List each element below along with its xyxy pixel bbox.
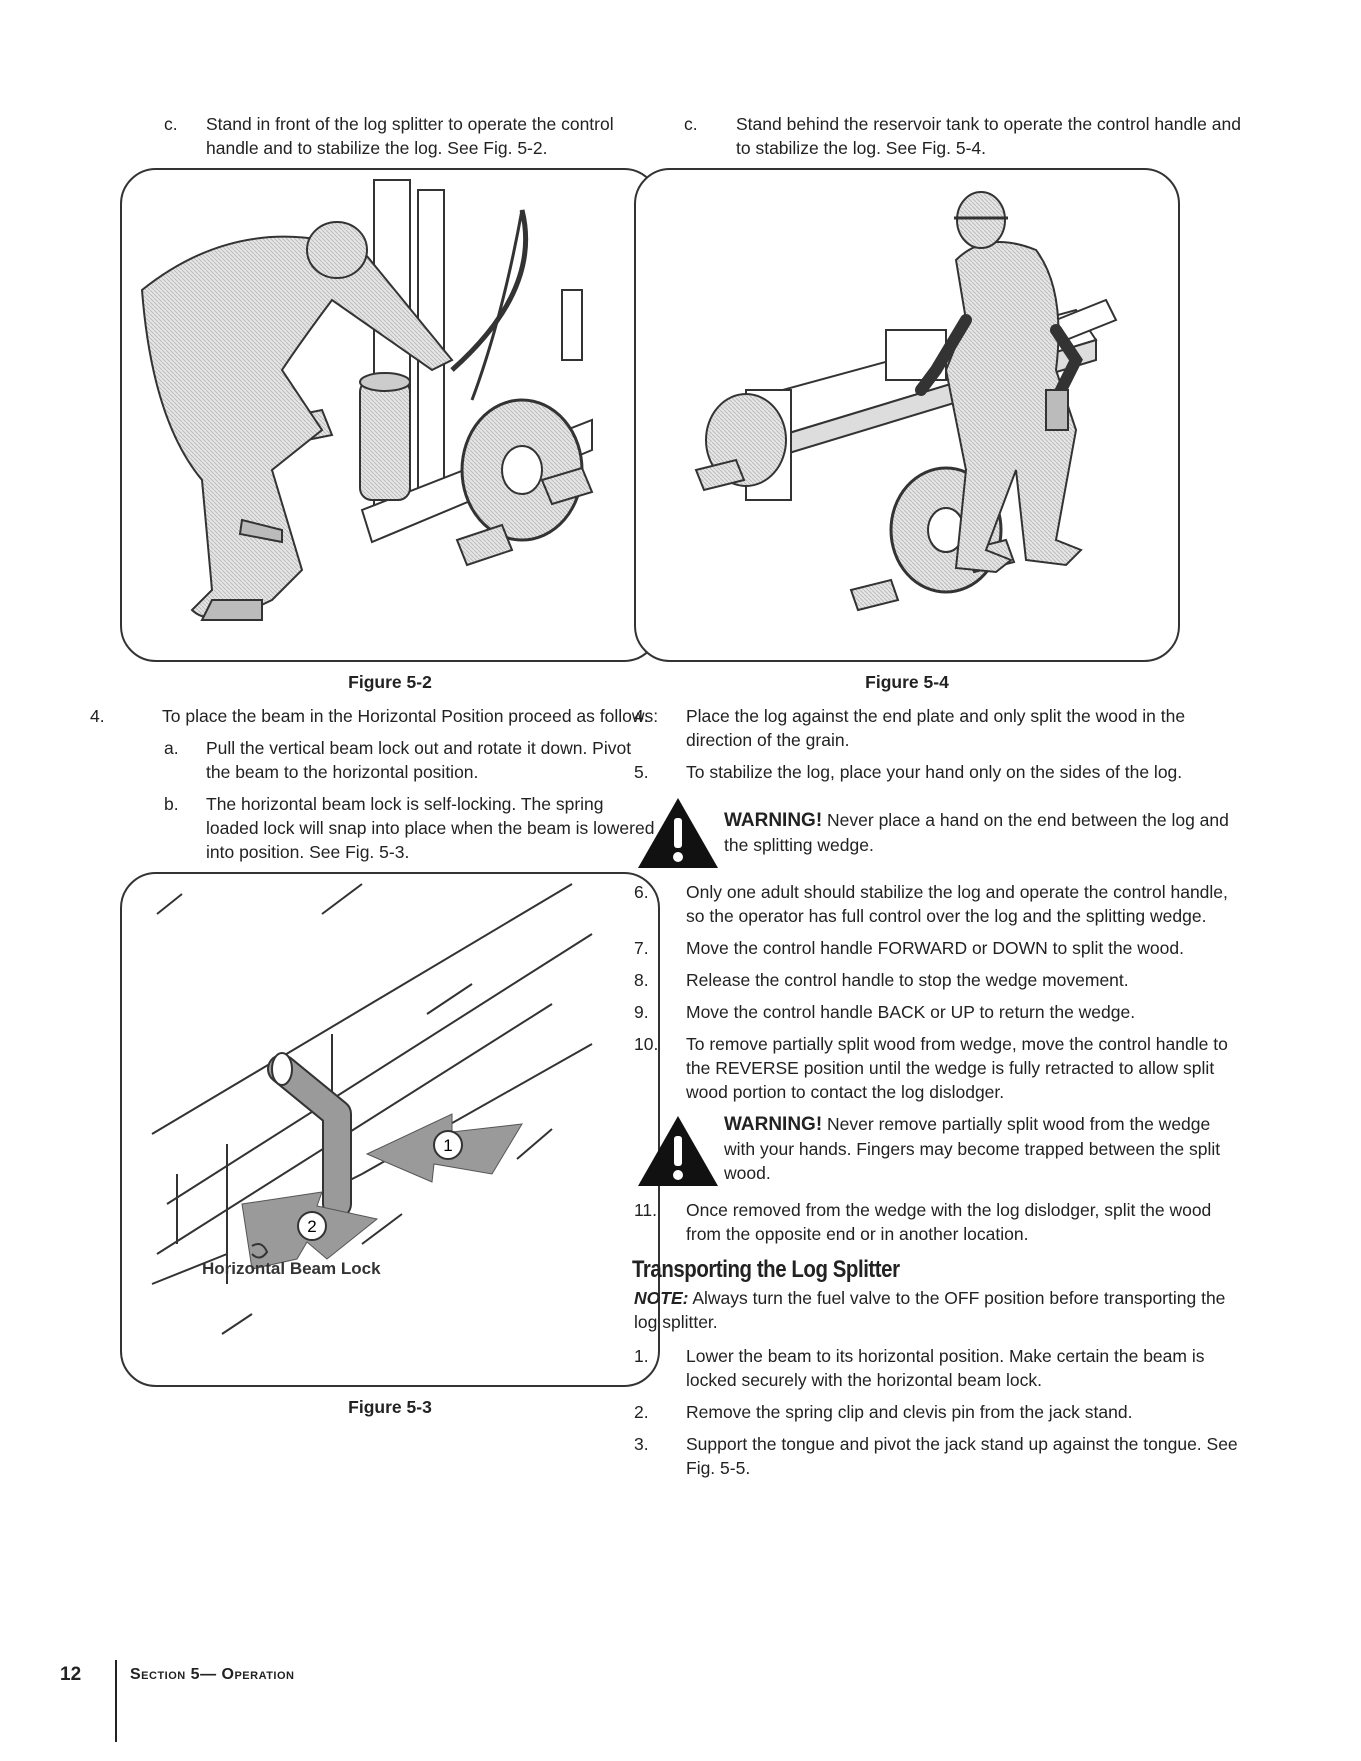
right-column: c. Stand behind the reservoir tank to op…: [632, 112, 1246, 1488]
warning-hand-placement: WARNING! Never place a hand on the end b…: [636, 794, 1246, 872]
step-4-right: 4. Place the log against the end plate a…: [634, 706, 1186, 750]
figure-5-4-caption: Figure 5-4: [865, 672, 949, 692]
warning-remove-wood: WARNING! Never remove partially split wo…: [636, 1112, 1246, 1190]
step-8: 8. Release the control handle to stop th…: [634, 970, 1129, 990]
figure-5-2-caption: Figure 5-2: [348, 672, 432, 692]
transport-note: NOTE: Always turn the fuel valve to the …: [634, 1288, 1226, 1332]
left-column: c. Stand in front of the log splitter to…: [90, 112, 660, 1429]
step-5: 5. To stabilize the log, place your hand…: [634, 762, 1183, 782]
transport-step-3: 3. Support the tongue and pivot the jack…: [634, 1434, 1238, 1478]
horizontal-beam-lock-label: Horizontal Beam Lock: [202, 1259, 381, 1278]
step-a: a. Pull the vertical beam lock out and r…: [164, 738, 632, 782]
figure-5-4-illustration: [634, 168, 1180, 662]
step-c-right: c. Stand behind the reservoir tank to op…: [684, 114, 1241, 158]
step-11: 11. Once removed from the wedge with the…: [634, 1200, 1212, 1244]
callout-2: 2: [307, 1217, 316, 1236]
figure-5-3-illustration: 1 2 Horizontal Beam Lock: [120, 872, 660, 1387]
callout-1: 1: [443, 1136, 452, 1155]
step-6: 6. Only one adult should stabilize the l…: [634, 882, 1228, 926]
figure-5-3-caption: Figure 5-3: [348, 1397, 432, 1417]
horizontal-operation-illustration: [694, 191, 1118, 612]
step-b: b. The horizontal beam lock is self-lock…: [164, 794, 655, 862]
step-7: 7. Move the control handle FORWARD or DO…: [634, 938, 1184, 958]
step-4-left: 4. To place the beam in the Horizontal P…: [90, 706, 659, 726]
warning-triangle-icon: [638, 1116, 718, 1186]
step-c-left: c. Stand in front of the log splitter to…: [164, 114, 614, 158]
transport-step-2: 2. Remove the spring clip and clevis pin…: [634, 1402, 1133, 1422]
page-number: 12: [60, 1664, 82, 1685]
warning-triangle-icon: [638, 798, 718, 868]
footer-divider: [115, 1660, 117, 1742]
step-9: 9. Move the control handle BACK or UP to…: [634, 1002, 1136, 1022]
figure-5-2-illustration: [120, 168, 660, 662]
vertical-operation-illustration: [140, 179, 594, 621]
horizontal-beam-lock-illustration: 1 2 Horizontal Beam Lock: [151, 883, 593, 1335]
section-heading-transporting: Transporting the Log Splitter: [632, 1256, 900, 1283]
transport-step-1: 1. Lower the beam to its horizontal posi…: [634, 1346, 1205, 1390]
footer-section-title: Section 5— Operation: [130, 1666, 295, 1683]
step-10: 10. To remove partially split wood from …: [634, 1034, 1228, 1102]
